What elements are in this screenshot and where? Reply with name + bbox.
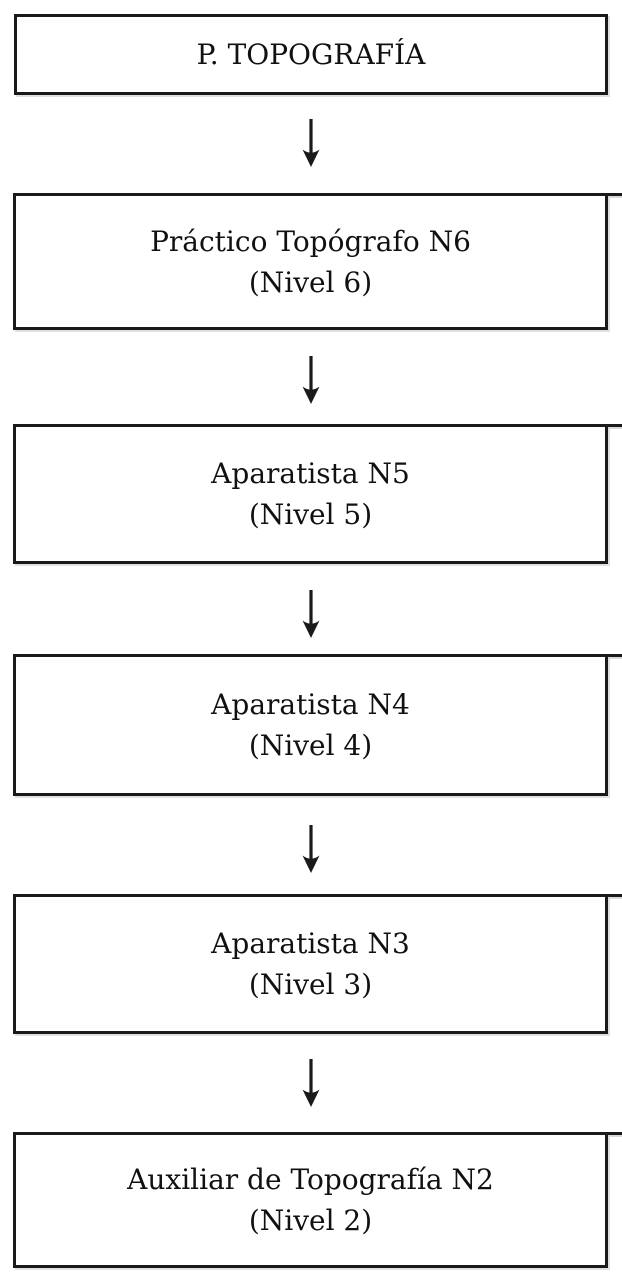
node-sublabel: (Nivel 2)	[248, 1204, 373, 1237]
connector-5	[0, 1058, 622, 1112]
box-top-rule	[13, 894, 622, 897]
node-label: Aparatista N4	[211, 688, 410, 721]
node-sublabel: (Nivel 3)	[248, 968, 373, 1001]
node-label: Aparatista N3	[211, 927, 410, 960]
flowchart-node-n4: Aparatista N4 (Nivel 4)	[13, 654, 622, 796]
node-sublabel: (Nivel 4)	[248, 729, 373, 762]
box-top-rule	[13, 193, 622, 196]
box-top-rule	[13, 1132, 622, 1135]
node-label: Auxiliar de Topografía N2	[127, 1163, 494, 1196]
down-arrow-icon	[302, 119, 320, 167]
flowchart-node-n6: Práctico Topógrafo N6 (Nivel 6)	[13, 193, 622, 330]
flowchart-node-n2: Auxiliar de Topografía N2 (Nivel 2)	[13, 1132, 622, 1268]
connector-2	[0, 355, 622, 409]
connector-3	[0, 589, 622, 643]
node-sublabel: (Nivel 6)	[248, 265, 373, 299]
node-label: Práctico Topógrafo N6	[150, 224, 471, 258]
connector-1	[0, 118, 622, 172]
flowchart-node-n3: Aparatista N3 (Nivel 3)	[13, 894, 622, 1034]
node-label: P. TOPOGRAFÍA	[196, 38, 426, 71]
box-top-rule	[13, 654, 622, 657]
down-arrow-icon	[302, 825, 320, 873]
flowchart-node-header: P. TOPOGRAFÍA	[14, 14, 608, 95]
down-arrow-icon	[302, 356, 320, 404]
node-label: Aparatista N5	[211, 457, 410, 490]
node-sublabel: (Nivel 5)	[248, 498, 373, 531]
down-arrow-icon	[302, 590, 320, 638]
connector-4	[0, 824, 622, 878]
down-arrow-icon	[302, 1059, 320, 1107]
flowchart-node-n5: Aparatista N5 (Nivel 5)	[13, 424, 622, 564]
box-top-rule	[13, 424, 622, 427]
